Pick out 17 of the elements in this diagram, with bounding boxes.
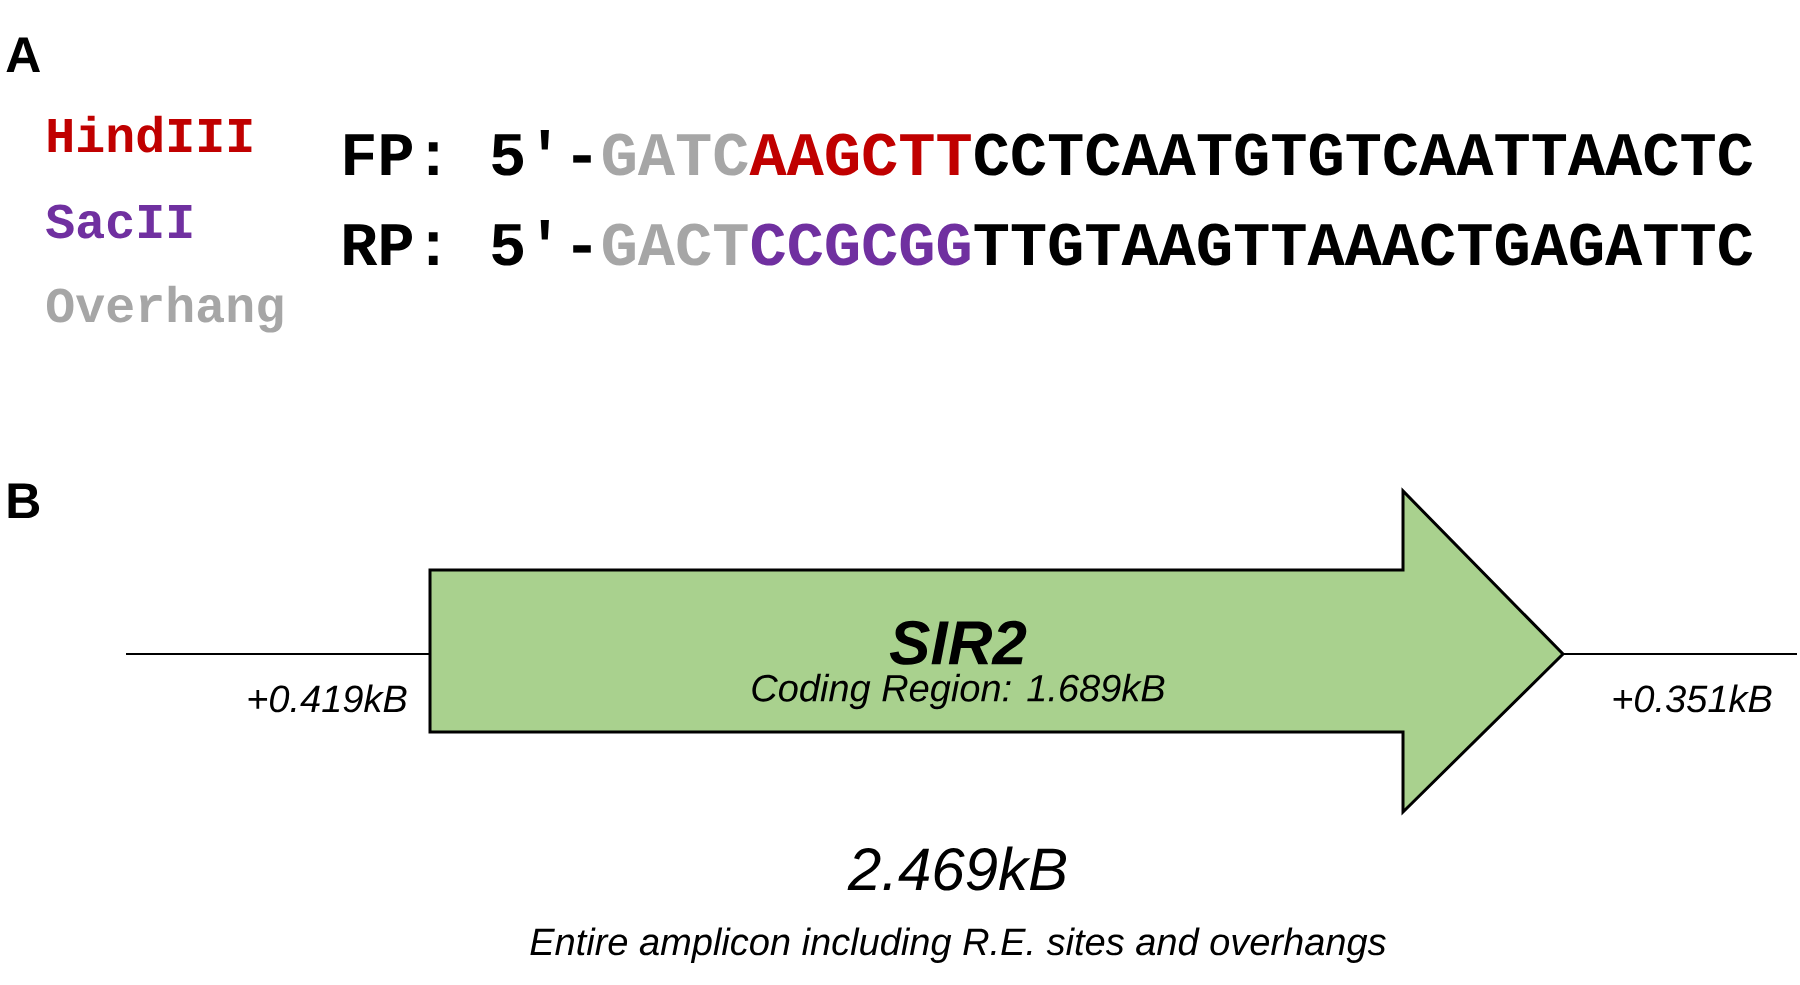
label: GACT — [603, 223, 748, 266]
amplicon-caption: Entire amplicon including R.E. sites and overhangs — [530, 927, 1386, 963]
label: RP: 5′- — [344, 220, 591, 266]
label: GATC — [603, 133, 748, 176]
panel-letter: B — [8, 483, 40, 518]
flank-length: +0.351kB — [1613, 684, 1772, 713]
label: CCTCAATGTGTCAATTAACTC — [975, 133, 1753, 176]
legend-label: Overhang — [46, 285, 283, 333]
panel-letter: A — [6, 37, 40, 72]
primer-sequence: FP: 5′- GATCAAGCTTCCTCAATGTGTCAATTAACTC — [345, 130, 1753, 176]
legend-label: HindIII — [48, 115, 252, 153]
label: FP: 5′- — [345, 130, 591, 176]
label: TTGTAAGTTAAACTGAGATTC — [974, 223, 1753, 266]
legend-label: SacII — [46, 204, 192, 239]
label: CCGCGG — [751, 223, 970, 266]
label: AAGCTT — [749, 133, 971, 176]
primer-sequence: RP: 5′- GACTCCGCGGTTGTAAGTTAAACTGAGATTC — [344, 220, 1753, 266]
